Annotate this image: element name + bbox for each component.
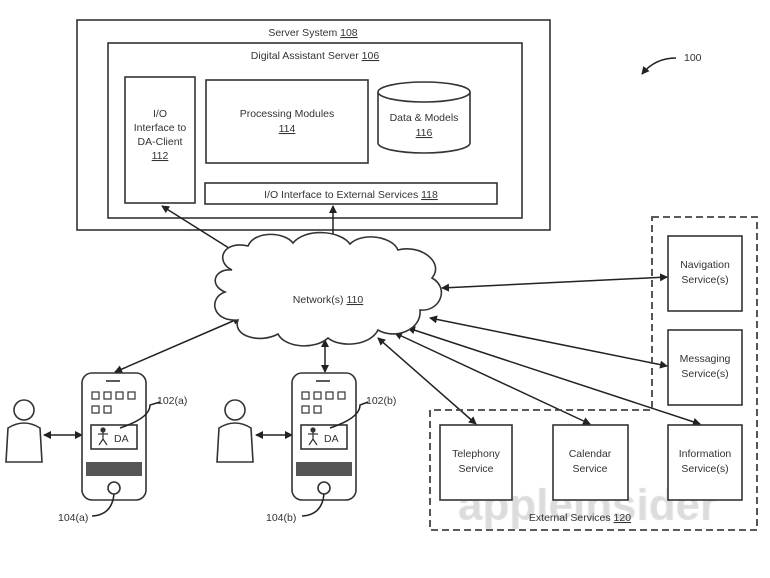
io-interface-da-client: I/O Interface to DA-Client 112	[124, 76, 196, 204]
user-icon	[5, 399, 43, 463]
svg-text:Navigation: Navigation	[680, 259, 730, 271]
svg-text:112: 112	[152, 150, 169, 162]
stick-figure-icon	[308, 427, 318, 446]
stick-figure-icon	[98, 427, 108, 446]
io-interface-external-services: I/O Interface to External Services 118	[204, 182, 498, 205]
svg-text:Data & Models: Data & Models	[390, 112, 459, 124]
svg-text:Telephony: Telephony	[452, 448, 501, 460]
svg-text:DA: DA	[324, 433, 339, 445]
svg-text:Messaging: Messaging	[680, 353, 731, 365]
processing-modules: Processing Modules 114	[205, 79, 369, 164]
telephony-service: Telephony Service	[439, 424, 513, 501]
network-cloud: Network(s) 110	[214, 231, 443, 347]
server-system-title: Server System 108	[268, 27, 357, 39]
external-services-group	[429, 216, 758, 531]
da-app-icon	[300, 424, 348, 450]
svg-text:Information: Information	[679, 448, 732, 460]
calendar-service: Calendar Service	[552, 424, 629, 501]
svg-text:I/O: I/O	[153, 108, 167, 120]
figure-label-arrow	[641, 57, 677, 75]
svg-text:I/O Interface to External Serv: I/O Interface to External Services 118	[264, 189, 438, 201]
navigation-service: Navigation Service(s)	[667, 235, 743, 312]
svg-text:Interface to: Interface to	[134, 122, 187, 134]
network-label: Network(s) 110	[293, 294, 364, 306]
svg-text:Service: Service	[572, 463, 607, 475]
svg-text:Calendar: Calendar	[569, 448, 612, 460]
device-ref: 102(a)	[157, 395, 187, 407]
svg-text:Service(s): Service(s)	[681, 463, 728, 475]
svg-text:Service(s): Service(s)	[681, 274, 728, 286]
svg-text:DA: DA	[114, 433, 129, 445]
figure-label: 100	[684, 52, 702, 64]
user-device-a: DA 102(a) 104(a)	[5, 372, 187, 524]
da-server-title: Digital Assistant Server 106	[251, 50, 380, 62]
svg-text:Processing Modules: Processing Modules	[240, 108, 335, 120]
svg-text:114: 114	[279, 123, 296, 135]
messaging-service: Messaging Service(s)	[667, 329, 743, 406]
da-app-icon	[90, 424, 138, 450]
user-device-b: DA 102(b) 104(b)	[216, 372, 396, 524]
device-ref: 102(b)	[366, 395, 396, 407]
user-ref: 104(a)	[58, 512, 88, 524]
user-ref: 104(b)	[266, 512, 296, 524]
svg-text:Service(s): Service(s)	[681, 368, 728, 380]
external-services-label: External Services 120	[529, 512, 631, 524]
svg-text:DA-Client: DA-Client	[138, 136, 183, 148]
data-models-database: Data & Models 116	[377, 81, 471, 154]
svg-text:Service: Service	[458, 463, 493, 475]
information-service: Information Service(s)	[667, 424, 743, 501]
svg-text:116: 116	[416, 127, 433, 139]
user-icon	[216, 399, 254, 463]
